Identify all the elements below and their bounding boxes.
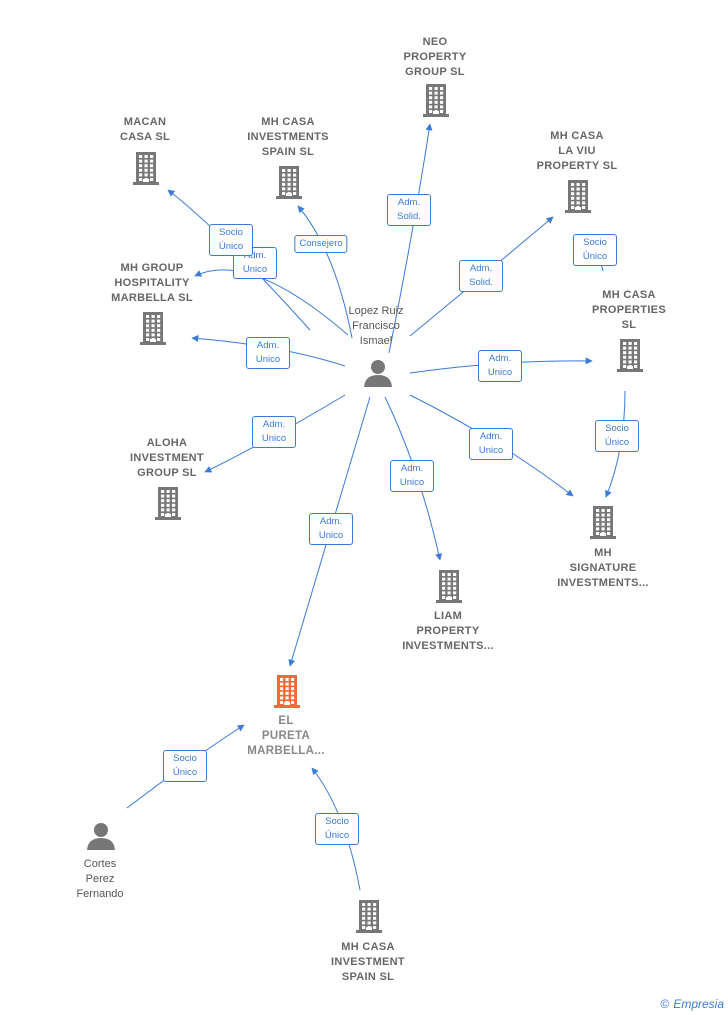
node-label-mhcasa_inv[interactable]: MH CASA INVESTMENTS SPAIN SL <box>247 116 329 158</box>
edge-label-investment_spain-pureta[interactable]: Socio Único <box>315 813 359 845</box>
building-icon[interactable] <box>140 311 166 350</box>
building-icon[interactable] <box>590 505 616 544</box>
node-label-aloha[interactable]: ALOHA INVESTMENT GROUP SL <box>130 437 204 479</box>
edge-label-lopez-properties[interactable]: Adm. Unico <box>478 350 522 382</box>
node-label-cortes[interactable]: Cortes Perez Fernando <box>76 858 124 900</box>
building-icon[interactable] <box>276 165 302 204</box>
node-label-laviu[interactable]: MH CASA LA VIU PROPERTY SL <box>536 130 618 172</box>
person-icon[interactable] <box>86 822 116 855</box>
brand-logo: Empresia <box>673 997 724 1011</box>
node-label-macan[interactable]: MACAN CASA SL <box>120 116 170 143</box>
edge-label-lopez-mhcasa_inv[interactable]: Consejero <box>294 235 348 253</box>
building-icon[interactable] <box>356 899 382 938</box>
edge-label-lopez-hospitality[interactable]: Adm. Unico <box>246 337 290 369</box>
building-icon[interactable] <box>436 569 462 608</box>
edge-label-lopez-laviu[interactable]: Adm. Solid. <box>459 260 503 292</box>
edge-label-lopez-aloha[interactable]: Adm. Unico <box>252 416 296 448</box>
node-label-investment_spain[interactable]: MH CASA INVESTMENT SPAIN SL <box>331 941 405 983</box>
edge-label-cortes-pureta[interactable]: Socio Único <box>163 750 207 782</box>
node-label-lopez[interactable]: Lopez Ruiz Francisco Ismael <box>348 305 404 347</box>
edge-lopez-to-mhcasa_inv <box>297 205 353 339</box>
brand-footer[interactable]: ©Empresia <box>660 997 724 1011</box>
node-label-signature[interactable]: MH SIGNATURE INVESTMENTS... <box>557 547 649 589</box>
node-label-properties[interactable]: MH CASA PROPERTIES SL <box>592 289 666 331</box>
edge-label-lopez-macan[interactable]: Socio Único <box>209 224 253 256</box>
building-icon[interactable] <box>133 151 159 190</box>
copyright-icon: © <box>660 997 670 1011</box>
person-icon[interactable] <box>363 359 393 392</box>
edge-lopez-to-hospitality <box>194 269 349 336</box>
edge-label-properties-signature[interactable]: Socio Único <box>595 420 639 452</box>
node-label-neo[interactable]: NEO PROPERTY GROUP SL <box>403 36 467 78</box>
edge-lopez-to-neo <box>388 123 433 354</box>
building-icon[interactable] <box>274 674 300 713</box>
edge-label-lopez-liam[interactable]: Adm. Unico <box>390 460 434 492</box>
node-label-liam[interactable]: LIAM PROPERTY INVESTMENTS... <box>402 610 494 652</box>
edge-label-lopez-pureta[interactable]: Adm. Unico <box>309 513 353 545</box>
edge-label-lopez-neo[interactable]: Adm. Solid. <box>387 194 431 226</box>
building-icon[interactable] <box>423 83 449 122</box>
building-icon[interactable] <box>155 486 181 525</box>
edge-label-lopez-signature[interactable]: Adm. Unico <box>469 428 513 460</box>
node-label-hospitality[interactable]: MH GROUP HOSPITALITY MARBELLA SL <box>111 262 193 304</box>
node-label-pureta[interactable]: EL PURETA MARBELLA... <box>247 715 325 757</box>
edge-label-properties-laviu[interactable]: Socio Único <box>573 234 617 266</box>
building-icon[interactable] <box>617 338 643 377</box>
building-icon[interactable] <box>565 179 591 218</box>
